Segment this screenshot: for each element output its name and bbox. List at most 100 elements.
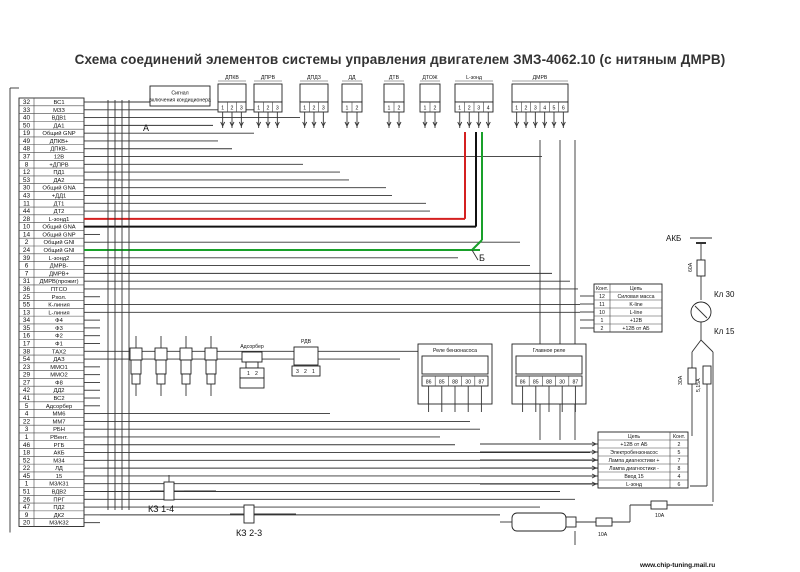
injector (154, 336, 168, 396)
ecu-pin-number: 27 (23, 379, 31, 386)
ecu-pin-label: Рхол. (52, 295, 67, 301)
diag-cell: 2 (601, 326, 604, 332)
ecu-pin-label: Адсорбер (46, 404, 72, 410)
bottom-header: Конт. (673, 434, 685, 440)
bottom-cell: 2 (678, 442, 681, 448)
ecu-pin-label: 12В (54, 155, 64, 161)
ecu-pin-label: ТАХ2 (52, 349, 66, 355)
sensor-pin: 2 (525, 106, 528, 112)
sensor-label: ДПДЗ (307, 75, 321, 81)
ecu-pin-number: 20 (23, 520, 31, 527)
akb-label: АКБ (666, 234, 681, 243)
fuse-10a-b (650, 500, 668, 510)
fuse-60a-label: 60А (688, 262, 694, 272)
kl30-label: Кл 30 (714, 290, 735, 299)
ecu-pin-number: 22 (23, 418, 31, 425)
diag-cell: Силовая масса (618, 294, 655, 300)
ecu-pin-number: 19 (23, 130, 31, 137)
diag-cell: 11 (599, 302, 604, 308)
ecu-pin-label: ЛД (55, 466, 63, 472)
sensor-pin: 3 (534, 106, 537, 112)
sensor-pin: 2 (356, 106, 359, 112)
ecu-pin-label: L-зонд1 (49, 217, 70, 223)
sensor-pin: 3 (477, 106, 480, 112)
diag-header: Конт. (596, 286, 608, 292)
svg-text:1: 1 (247, 371, 250, 377)
sensor-label: ДД (348, 75, 356, 81)
ecu-pin-row: 22 ММ7 (19, 417, 100, 425)
ecu-pin-number: 30 (23, 185, 31, 192)
ecu-pin-number: 29 (23, 372, 31, 379)
ecu-pin-number: 40 (23, 115, 31, 122)
bottom-header: Цепь (628, 434, 641, 440)
ecu-pin-number: 12 (23, 169, 31, 176)
rdv-label: РДВ (301, 339, 312, 345)
ecu-pin-number: 51 (23, 489, 31, 496)
ecu-pin-row: 8+ДПРВ (19, 160, 100, 168)
relay-pin: 88 (546, 380, 552, 386)
bottom-cell: Лампа диагностики + (609, 458, 660, 464)
ecu-pin-number: 14 (23, 231, 31, 238)
ecu-pin-number: 47 (23, 504, 31, 511)
ecu-pin-number: 2 (25, 239, 29, 246)
ecu-pin-number: 28 (23, 216, 31, 223)
relay-label: Реле бензонасоса (433, 348, 477, 354)
diag-cell: +12В от АБ (622, 326, 650, 332)
sensor-pin: 6 (562, 106, 565, 112)
bottom-cell: 4 (678, 474, 681, 480)
bus-wires (84, 100, 630, 516)
svg-text:2: 2 (304, 369, 307, 375)
ecu-pin-label: ММ7 (53, 419, 66, 425)
kz23-label: КЗ 2-3 (236, 528, 262, 538)
diag-header: Цепь (630, 286, 643, 292)
ecu-pin-label: РГБ (54, 443, 65, 449)
ecu-pin-number: 54 (23, 356, 31, 363)
fuse-15a-label: 5,15А (696, 378, 702, 392)
ignition-coil-14: КЗ 1-4 (148, 475, 216, 514)
ecu-pin-number: 4 (25, 411, 29, 418)
ecu-pin-label: ВДВ2 (52, 490, 67, 496)
ecu-pin-label: Ф4 (55, 318, 63, 324)
ecu-pin-number: 5 (25, 403, 29, 410)
ecu-pin-label: ДПКВ- (50, 147, 67, 153)
ecu-pin-label: ДТ1 (54, 201, 65, 207)
injector (129, 336, 143, 396)
kl15-label: Кл 15 (714, 327, 735, 336)
ecu-pin-number: 13 (23, 309, 31, 316)
ecu-pin-label: L-зонд2 (49, 256, 70, 262)
ecu-pin-label: РБН (53, 427, 65, 433)
bottom-cell: L-зонд (626, 482, 642, 488)
bottom-cell: +12В от АБ (620, 442, 648, 448)
point-b-label: Б (479, 253, 485, 263)
ecu-pin-label: МЗЗ (53, 108, 65, 114)
sensor-label: ДТОЖ (422, 75, 437, 81)
ecu-pin-number: 44 (23, 208, 31, 215)
ecu-pin-label: ПРГ (53, 497, 65, 503)
svg-text:3: 3 (296, 369, 299, 375)
diag-cell: 10 (599, 310, 605, 316)
sensor-pin: 1 (257, 106, 260, 112)
relay-pin: 86 (520, 380, 526, 386)
sensor-pin: 1 (515, 106, 518, 112)
ecu-pin-number: 34 (23, 317, 31, 324)
ecu-pin-label: L-линия (48, 310, 69, 316)
diag-cell: L-line (630, 310, 643, 316)
ecu-pin-label: ДАЗ (53, 357, 65, 363)
